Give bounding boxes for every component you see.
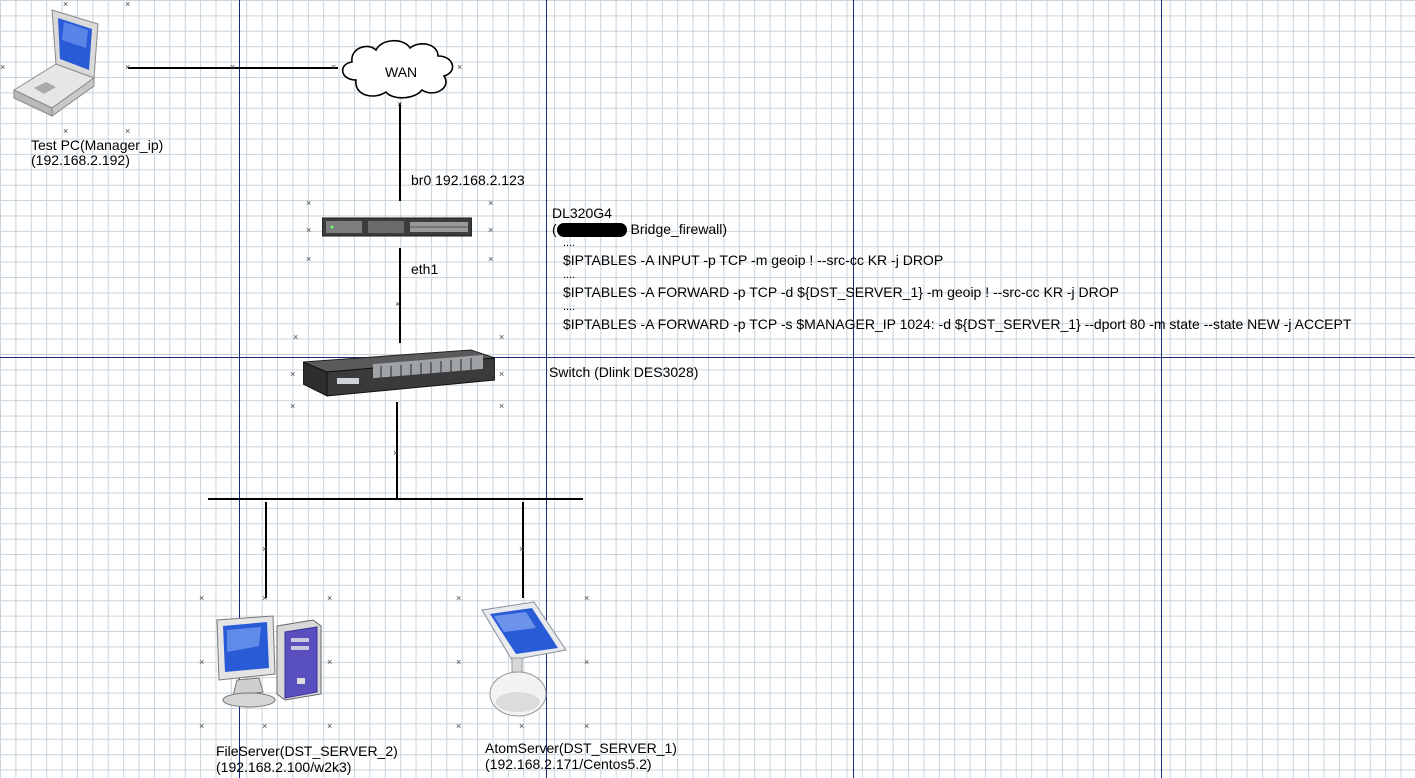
- selection-handle: ×: [584, 657, 590, 667]
- connector-handle: ×: [393, 448, 399, 458]
- selection-handle: ×: [499, 332, 505, 342]
- network-bus[interactable]: [208, 498, 583, 500]
- selection-handle: ×: [306, 198, 312, 208]
- selection-handle: ×: [125, 126, 131, 136]
- connector-handle: ×: [230, 62, 236, 72]
- selection-handle: ×: [397, 99, 403, 109]
- connector-handle: ×: [395, 299, 401, 309]
- selection-handle: ×: [306, 225, 312, 235]
- selection-handle: ×: [331, 62, 337, 72]
- desktop-computer-icon: [216, 615, 322, 708]
- selection-handle: ×: [584, 721, 590, 731]
- rack-server-icon: [322, 217, 472, 237]
- selection-handle: ×: [457, 62, 463, 72]
- selection-handle: ×: [584, 593, 590, 603]
- cloud-icon: [341, 39, 454, 99]
- atomserver-node[interactable]: [476, 600, 576, 722]
- selection-handle: ×: [327, 657, 333, 667]
- page-boundary: [239, 0, 240, 778]
- firewall-role: ( Bridge_firewall): [552, 221, 727, 237]
- fileserver-label: FileServer(DST_SERVER_2): [216, 743, 398, 759]
- switch-node[interactable]: [303, 346, 495, 398]
- iptables-rule: $IPTABLES -A FORWARD -p TCP -s $MANAGER_…: [563, 316, 1352, 332]
- iptables-rule: $IPTABLES -A FORWARD -p TCP -d ${DST_SER…: [563, 284, 1120, 300]
- connector-bus-atomserver[interactable]: [522, 502, 524, 598]
- selection-handle: ×: [290, 401, 296, 411]
- laptop-icon: [12, 9, 99, 117]
- page-boundary: [546, 0, 547, 778]
- test-pc-node[interactable]: [8, 4, 104, 124]
- firewall-role-suffix: Bridge_firewall): [626, 221, 728, 237]
- selection-handle: ×: [488, 225, 494, 235]
- page-boundary: [1161, 0, 1162, 778]
- firewall-downlink-label: eth1: [411, 261, 439, 277]
- selection-handle: ×: [125, 0, 131, 9]
- connector-wan-firewall[interactable]: [399, 103, 401, 201]
- selection-handle: ×: [488, 254, 494, 264]
- selection-handle: ×: [456, 721, 462, 731]
- rule-ellipsis: ....: [563, 301, 576, 313]
- fileserver-ip: (192.168.2.100/w2k3): [216, 759, 352, 775]
- firewall-node[interactable]: [322, 216, 472, 238]
- connector-firewall-switch[interactable]: [399, 248, 401, 343]
- fileserver-node[interactable]: [213, 612, 325, 712]
- selection-handle: ×: [519, 721, 525, 731]
- firewall-name: DL320G4: [552, 205, 612, 221]
- firewall-uplink-label: br0 192.168.2.123: [411, 172, 525, 188]
- selection-handle: ×: [199, 593, 205, 603]
- test-pc-label: Test PC(Manager_ip): [31, 137, 164, 153]
- selection-handle: ×: [306, 254, 312, 264]
- selection-handle: ×: [499, 369, 505, 379]
- selection-handle: ×: [327, 721, 333, 731]
- test-pc-ip: (192.168.2.192): [31, 152, 130, 168]
- page-boundary: [0, 357, 1415, 358]
- selection-handle: ×: [293, 332, 299, 342]
- connector-bus-fileserver[interactable]: [265, 502, 267, 598]
- connector-handle: ×: [262, 544, 268, 554]
- atomserver-label: AtomServer(DST_SERVER_1): [485, 740, 677, 756]
- connector-pc-wan[interactable]: [128, 67, 338, 69]
- selection-handle: ×: [262, 593, 268, 603]
- redaction-mark: [556, 223, 627, 237]
- selection-handle: ×: [63, 0, 69, 9]
- selection-handle: ×: [456, 657, 462, 667]
- wan-node[interactable]: [334, 36, 464, 102]
- iptables-rule: $IPTABLES -A INPUT -p TCP -m geoip ! --s…: [563, 252, 944, 268]
- connector-switch-bus[interactable]: [396, 402, 398, 499]
- switch-label: Switch (Dlink DES3028): [549, 364, 699, 380]
- atomserver-ip: (192.168.2.171/Centos5.2): [485, 756, 652, 772]
- selection-handle: ×: [327, 593, 333, 603]
- selection-handle: ×: [199, 657, 205, 667]
- selection-handle: ×: [199, 721, 205, 731]
- rule-ellipsis: ....: [563, 269, 576, 281]
- rule-ellipsis: ....: [563, 237, 576, 249]
- selection-handle: ×: [125, 62, 131, 72]
- selection-handle: ×: [290, 369, 296, 379]
- firewall-role-prefix: (: [552, 221, 557, 237]
- network-switch-icon: [303, 349, 495, 397]
- selection-handle: ×: [262, 721, 268, 731]
- selection-handle: ×: [0, 62, 6, 72]
- selection-handle: ×: [488, 198, 494, 208]
- page-boundary: [853, 0, 854, 778]
- connector-handle: ×: [519, 544, 525, 554]
- selection-handle: ×: [499, 401, 505, 411]
- selection-handle: ×: [456, 593, 462, 603]
- imac-computer-icon: [481, 601, 567, 717]
- wan-label: WAN: [385, 64, 418, 80]
- selection-handle: ×: [63, 126, 69, 136]
